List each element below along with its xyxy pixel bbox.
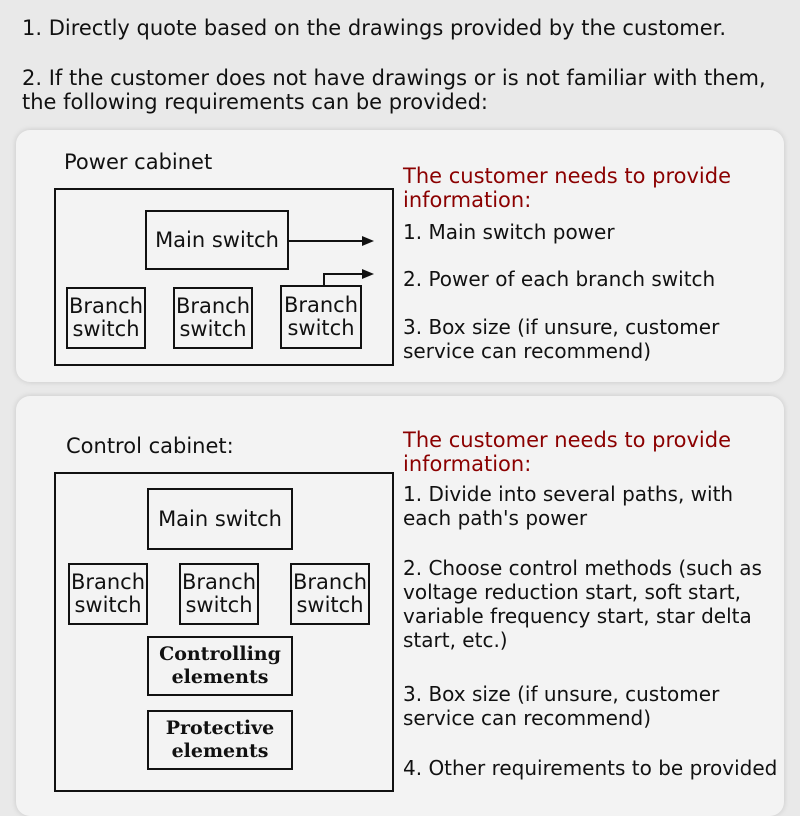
power-cabinet-title: Power cabinet (64, 150, 213, 174)
control-requirement-4: 4. Other requirements to be provided (403, 756, 778, 780)
power-requirement-2: 2. Power of each branch switch (403, 267, 716, 291)
control-branch-switch-box-2: Branch switch (179, 563, 259, 625)
protective-elements-box: Protective elements (147, 710, 293, 770)
power-requirements-title: The customer needs to provide informatio… (403, 164, 732, 212)
control-cabinet-title: Control cabinet: (66, 434, 234, 458)
control-cabinet-panel: Control cabinet: Main switch Branch swit… (16, 396, 784, 816)
branch-switch-arrow (323, 273, 366, 285)
power-requirement-1: 1. Main switch power (403, 220, 615, 244)
control-cabinet-frame (54, 472, 394, 792)
control-requirement-3: 3. Box size (if unsure, customer service… (403, 682, 720, 730)
control-main-switch-box: Main switch (147, 488, 293, 550)
control-branch-switch-box-1: Branch switch (68, 563, 148, 625)
power-cabinet-panel: Power cabinet Main switch Branch switch … (16, 130, 784, 382)
power-branch-switch-box-1: Branch switch (66, 287, 146, 349)
power-branch-switch-box-2: Branch switch (173, 287, 253, 349)
control-requirements-title: The customer needs to provide informatio… (403, 428, 732, 476)
control-branch-switch-box-3: Branch switch (290, 563, 370, 625)
intro-line-2: 2. If the customer does not have drawing… (22, 66, 766, 114)
power-cabinet-frame (54, 188, 394, 366)
power-arrows (289, 236, 374, 285)
power-main-switch-box: Main switch (145, 210, 289, 270)
power-branch-switch-box-3: Branch switch (280, 285, 362, 349)
control-requirement-2: 2. Choose control methods (such as volta… (403, 556, 762, 652)
control-requirement-1: 1. Divide into several paths, with each … (403, 482, 734, 530)
power-requirement-3: 3. Box size (if unsure, customer service… (403, 315, 720, 363)
controlling-elements-box: Controlling elements (147, 636, 293, 696)
intro-line-1: 1. Directly quote based on the drawings … (22, 16, 727, 40)
